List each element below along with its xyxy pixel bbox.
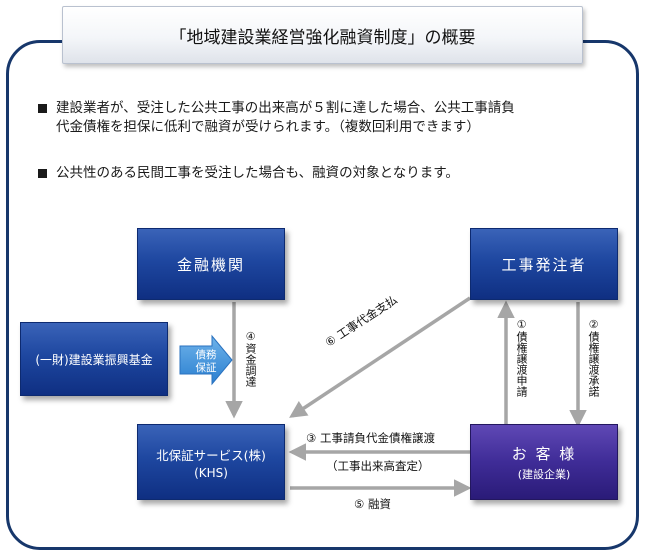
edge-label-5: ⑤ 融資 xyxy=(354,497,391,511)
edge-label-3: ③ 工事請負代金債権譲渡 xyxy=(306,431,435,445)
edge-label-3-sub: （工事出来高査定） xyxy=(326,459,430,473)
node-bank: 金融機関 xyxy=(137,228,285,300)
node-khs-sub: (KHS) xyxy=(194,465,228,480)
edge-label-4-text: 資金調達 xyxy=(244,343,257,387)
node-customer: お 客 様 (建設企業) xyxy=(470,424,618,500)
node-client-label: 工事発注者 xyxy=(501,255,587,274)
page-title: 「地域建設業経営強化融資制度」の概要 xyxy=(62,6,583,64)
bullet-square-icon xyxy=(38,169,47,178)
edge-label-2: ②債権譲渡承諾 xyxy=(587,318,600,397)
node-khs: 北保証サービス(株) (KHS) xyxy=(137,424,285,500)
bullet-text-2: 公共性のある民間工事を受注した場合も、融資の対象となります。 xyxy=(56,165,459,181)
bullet-text-1: 建設業者が、受注した公共工事の出来高が５割に達した場合、公共工事請負 代金債権を… xyxy=(56,100,515,135)
guarantee-label: 債務 保証 xyxy=(195,349,217,374)
bullet-item-1: 建設業者が、受注した公共工事の出来高が５割に達した場合、公共工事請負 代金債権を… xyxy=(38,99,515,137)
edge-label-4: ④資金調達 xyxy=(244,330,257,387)
edge-label-1: ①債権譲渡申請 xyxy=(515,318,528,397)
bullet-item-2: 公共性のある民間工事を受注した場合も、融資の対象となります。 xyxy=(38,164,459,183)
node-khs-label: 北保証サービス(株) xyxy=(156,447,266,463)
edge-label-2-text: 債権譲渡承諾 xyxy=(587,331,600,397)
node-bank-label: 金融機関 xyxy=(176,255,245,274)
node-client: 工事発注者 xyxy=(470,228,618,300)
node-customer-label: お 客 様 xyxy=(511,444,577,463)
arrow-client-to-khs xyxy=(289,296,471,418)
guarantee-arrow xyxy=(179,334,233,386)
edge-label-4-num: ④ xyxy=(244,330,257,343)
node-fund: (一財)建設業振興基金 xyxy=(20,322,168,396)
node-fund-label: (一財)建設業振興基金 xyxy=(35,352,153,367)
bullet-square-icon xyxy=(38,104,47,113)
edge-label-1-num: ① xyxy=(515,318,528,331)
node-customer-sub: (建設企業) xyxy=(517,467,571,481)
edge-label-2-num: ② xyxy=(587,318,600,331)
edge-label-1-text: 債権譲渡申請 xyxy=(515,331,528,397)
